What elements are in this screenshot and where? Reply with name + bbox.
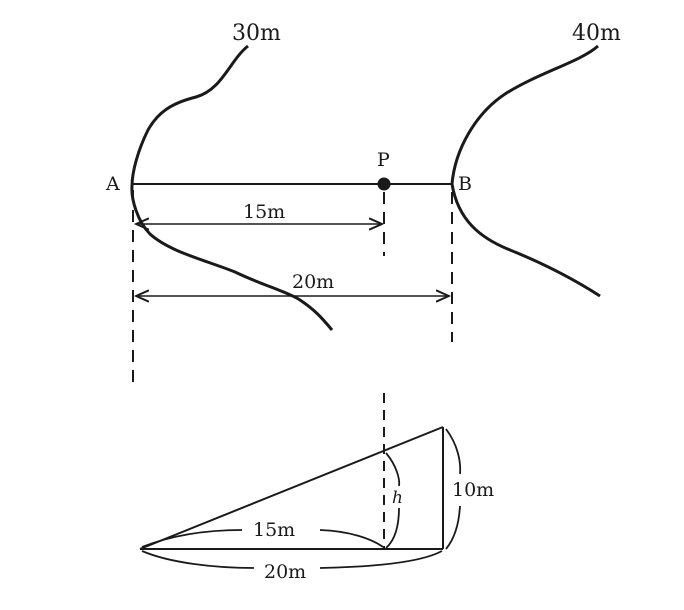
contour-30m-label: 30m (232, 21, 281, 46)
dimension-a-p-label: 15m (243, 201, 285, 223)
contour-40m-line (450, 44, 601, 298)
section-20m-label: 20m (264, 561, 306, 583)
point-p-label: P (377, 149, 390, 171)
dimension-a-b-label: 20m (292, 271, 334, 293)
brace-10m (445, 428, 462, 550)
point-p-marker (377, 177, 391, 191)
section-h-label: h (392, 488, 403, 508)
point-b-label: B (458, 173, 472, 195)
section-15m-label: 15m (253, 519, 295, 541)
brace-20m (141, 550, 443, 569)
section-slope (139, 426, 444, 550)
brace-15m (141, 529, 384, 548)
point-a-label: A (105, 173, 120, 195)
contour-40m-label: 40m (572, 21, 621, 46)
brace-h (385, 452, 401, 549)
section-10m-label: 10m (452, 479, 494, 501)
